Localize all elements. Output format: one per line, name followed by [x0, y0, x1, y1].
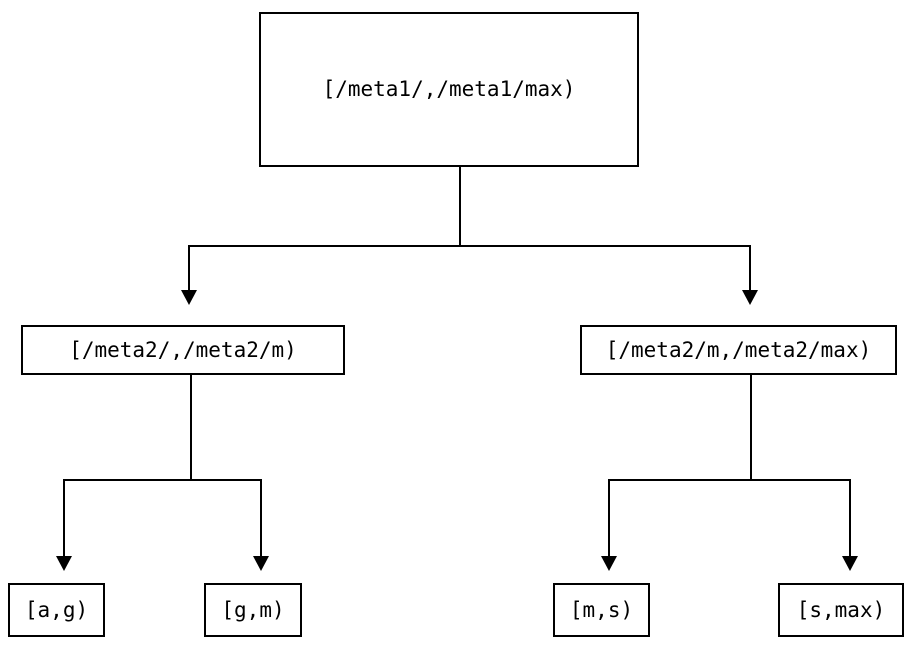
edge-root-bus: [188, 245, 751, 247]
arrowhead-mid-right-to-leaf4: [842, 556, 858, 571]
node-leaf-4[interactable]: [s,max): [778, 583, 904, 637]
node-leaf-2[interactable]: [g,m): [204, 583, 302, 637]
edge-mid-left-stem: [190, 375, 192, 481]
edge-root-to-mid-left-drop: [188, 245, 190, 291]
node-leaf-2-label: [g,m): [221, 597, 285, 622]
edge-mid-right-bus: [608, 479, 851, 481]
node-leaf-3[interactable]: [m,s): [553, 583, 650, 637]
node-root-label: [/meta1/,/meta1/max): [322, 77, 576, 101]
edge-mid-right-stem: [750, 375, 752, 481]
arrowhead-root-to-mid-right: [742, 290, 758, 305]
edge-mid-right-to-leaf4-drop: [849, 479, 851, 557]
node-leaf-1-label: [a,g): [24, 597, 89, 622]
node-leaf-3-label: [m,s): [569, 597, 634, 622]
edge-mid-right-to-leaf3-drop: [608, 479, 610, 557]
arrowhead-mid-right-to-leaf3: [601, 556, 617, 571]
node-root[interactable]: [/meta1/,/meta1/max): [259, 12, 639, 167]
node-mid-left-label: [/meta2/,/meta2/m): [69, 337, 297, 362]
arrowhead-mid-left-to-leaf1: [56, 556, 72, 571]
edge-mid-left-to-leaf1-drop: [63, 479, 65, 557]
edge-mid-left-bus: [63, 479, 262, 481]
edge-root-stem: [459, 167, 461, 247]
edge-mid-left-to-leaf2-drop: [260, 479, 262, 557]
node-mid-right-label: [/meta2/m,/meta2/max): [605, 337, 872, 362]
arrowhead-mid-left-to-leaf2: [253, 556, 269, 571]
node-mid-right[interactable]: [/meta2/m,/meta2/max): [580, 325, 897, 375]
node-mid-left[interactable]: [/meta2/,/meta2/m): [21, 325, 345, 375]
node-leaf-4-label: [s,max): [796, 597, 886, 622]
arrowhead-root-to-mid-left: [181, 290, 197, 305]
node-leaf-1[interactable]: [a,g): [8, 583, 105, 637]
edge-root-to-mid-right-drop: [749, 245, 751, 291]
